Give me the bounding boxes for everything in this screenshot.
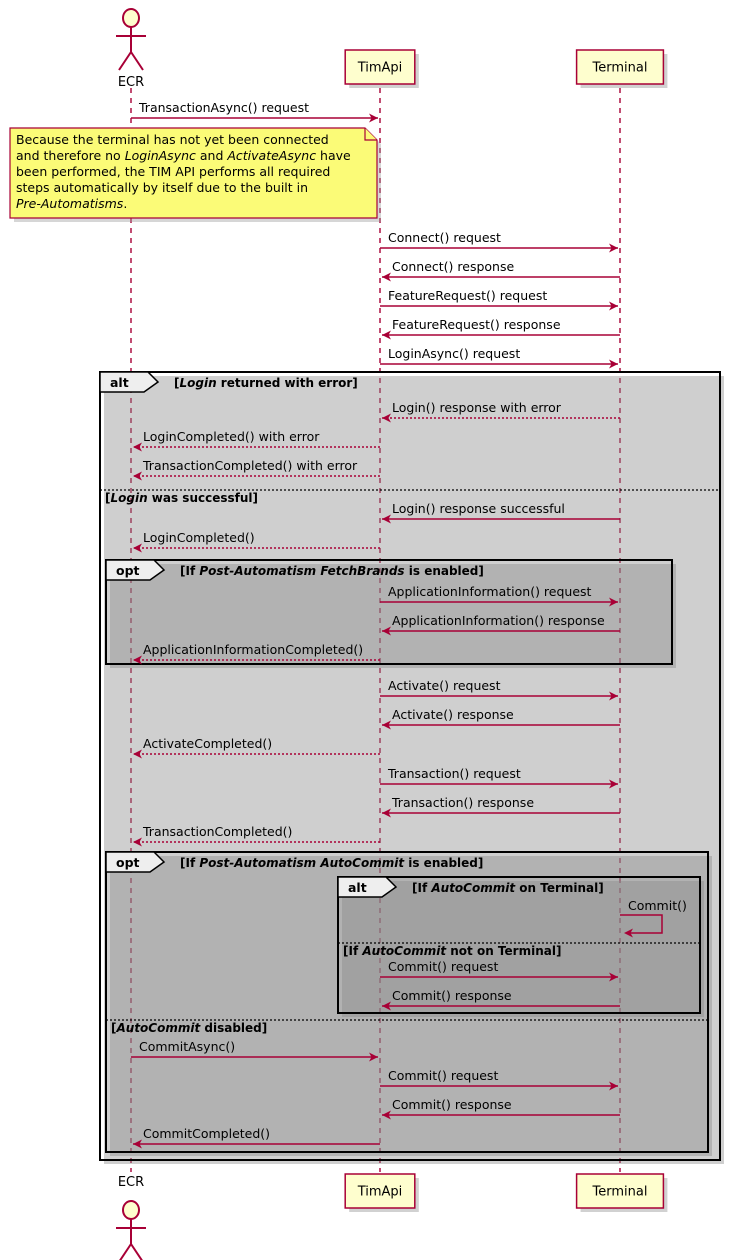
note-line-3: steps automatically by itself due to the… <box>16 180 308 195</box>
group-condition-label: [If AutoCommit on Terminal] <box>412 881 604 895</box>
group-condition-label: [If Post-Automatism FetchBrands is enabl… <box>180 564 484 578</box>
message-m26: CommitCompleted() <box>133 1126 380 1149</box>
message-m8: LoginCompleted() with error <box>133 429 380 452</box>
message-label: TransactionCompleted() with error <box>142 458 358 473</box>
participant-label-timapi: TimApi <box>357 61 403 76</box>
message-m16: Activate() response <box>382 707 620 730</box>
message-label: Commit() request <box>388 1068 498 1083</box>
message-m5: FeatureRequest() response <box>382 317 620 340</box>
message-label: FeatureRequest() response <box>392 317 561 332</box>
self-message-label: Commit() <box>628 898 687 913</box>
message-label: ApplicationInformation() response <box>392 613 605 628</box>
participant-label-terminal: Terminal <box>592 61 648 76</box>
group-tab-label: opt <box>116 855 140 870</box>
group-condition-label: [If Post-Automatism AutoCommit is enable… <box>180 856 483 870</box>
message-label: Commit() response <box>392 988 512 1003</box>
message-label: LoginCompleted() <box>143 530 255 545</box>
message-label: CommitCompleted() <box>143 1126 270 1141</box>
message-label: FeatureRequest() request <box>388 288 547 303</box>
message-m10: Login() response successful <box>382 501 620 524</box>
note-line-4: Pre-Automatisms. <box>16 196 127 211</box>
participant-timapi[interactable]: TimApi <box>344 1173 419 1212</box>
actor-label-ecr: ECR <box>118 1175 144 1190</box>
participant-label-terminal: Terminal <box>592 1185 648 1200</box>
group-tab-label: alt <box>348 880 367 895</box>
message-m21: Commit() request <box>380 959 618 982</box>
message-label: Transaction() response <box>391 795 534 810</box>
message-m3: Connect() response <box>382 259 620 282</box>
message-label: Commit() request <box>388 959 498 974</box>
actor-ecr[interactable]: ECR <box>116 8 146 90</box>
message-label: Commit() response <box>392 1097 512 1112</box>
message-label: LoginCompleted() with error <box>143 429 320 444</box>
message-m22: Commit() response <box>382 988 620 1011</box>
message-label: Activate() request <box>388 678 501 693</box>
message-label: Login() response successful <box>392 501 565 516</box>
message-m12: ApplicationInformation() request <box>380 584 618 607</box>
note-line-0: Because the terminal has not yet been co… <box>16 132 329 147</box>
message-label: Activate() response <box>392 707 514 722</box>
group-tab-label: opt <box>116 563 140 578</box>
message-label: Connect() request <box>388 230 501 245</box>
message-m11: LoginCompleted() <box>133 530 380 553</box>
participant-label-timapi: TimApi <box>357 1185 403 1200</box>
note-line-2: been performed, the TIM API performs all… <box>16 164 330 179</box>
message-m6: LoginAsync() request <box>380 346 618 369</box>
groups-layer: alt [Login returned with error] [Login was… <box>99 371 724 1164</box>
message-m15: Activate() request <box>380 678 618 701</box>
group-alt-g1: alt [Login returned with error] [Login was… <box>99 371 724 1164</box>
group-tab-label: alt <box>110 375 129 390</box>
message-m9: TransactionCompleted() with error <box>133 458 380 481</box>
message-label: CommitAsync() <box>139 1039 235 1054</box>
message-label: LoginAsync() request <box>388 346 520 361</box>
message-m18: Transaction() request <box>380 766 618 789</box>
message-m19: Transaction() response <box>382 795 620 818</box>
message-label: Connect() response <box>392 259 514 274</box>
lifelines-layer <box>130 88 621 1172</box>
pre-automatism-note: Because the terminal has not yet been co… <box>9 127 381 222</box>
message-m24: Commit() request <box>380 1068 618 1091</box>
participant-terminal[interactable]: Terminal <box>575 1173 668 1212</box>
message-m17: ActivateCompleted() <box>133 736 380 759</box>
group-divider-label-0: [If AutoCommit not on Terminal] <box>343 944 561 958</box>
note-line-1: and therefore no LoginAsync and Activate… <box>16 148 351 163</box>
group-divider-label-0: [Login was successful] <box>105 491 258 505</box>
participant-terminal[interactable]: Terminal <box>575 49 668 88</box>
message-label: TransactionCompleted() <box>142 824 292 839</box>
group-opt-g2: opt [If Post-Automatism FetchBrands is en… <box>105 559 676 668</box>
note-layer: Because the terminal has not yet been co… <box>9 127 381 222</box>
group-divider-label-0: [AutoCommit disabled] <box>111 1021 267 1035</box>
actor-ecr[interactable]: ECR <box>116 1175 146 1260</box>
participant-timapi[interactable]: TimApi <box>344 49 419 88</box>
message-label: ApplicationInformation() request <box>388 584 592 599</box>
message-m4: FeatureRequest() request <box>380 288 618 311</box>
group-condition-label: [Login returned with error] <box>174 376 358 390</box>
self-message-ms1: Commit() <box>620 898 687 938</box>
message-label: TransactionAsync() request <box>138 100 309 115</box>
group-alt-g4: alt [If AutoCommit on Terminal] [If AutoCo… <box>337 876 704 1017</box>
message-label: Transaction() request <box>387 766 521 781</box>
message-m14: ApplicationInformationCompleted() <box>133 642 380 665</box>
message-label: ApplicationInformationCompleted() <box>143 642 363 657</box>
message-m25: Commit() response <box>382 1097 620 1120</box>
message-m2: Connect() request <box>380 230 618 253</box>
message-m20: TransactionCompleted() <box>133 824 380 847</box>
message-label: ActivateCompleted() <box>143 736 272 751</box>
message-m1: TransactionAsync() request <box>131 100 378 123</box>
message-m7: Login() response with error <box>382 400 620 423</box>
message-m23: CommitAsync() <box>131 1039 378 1062</box>
message-m13: ApplicationInformation() response <box>382 613 620 636</box>
message-label: Login() response with error <box>392 400 562 415</box>
actor-label-ecr: ECR <box>118 75 144 90</box>
